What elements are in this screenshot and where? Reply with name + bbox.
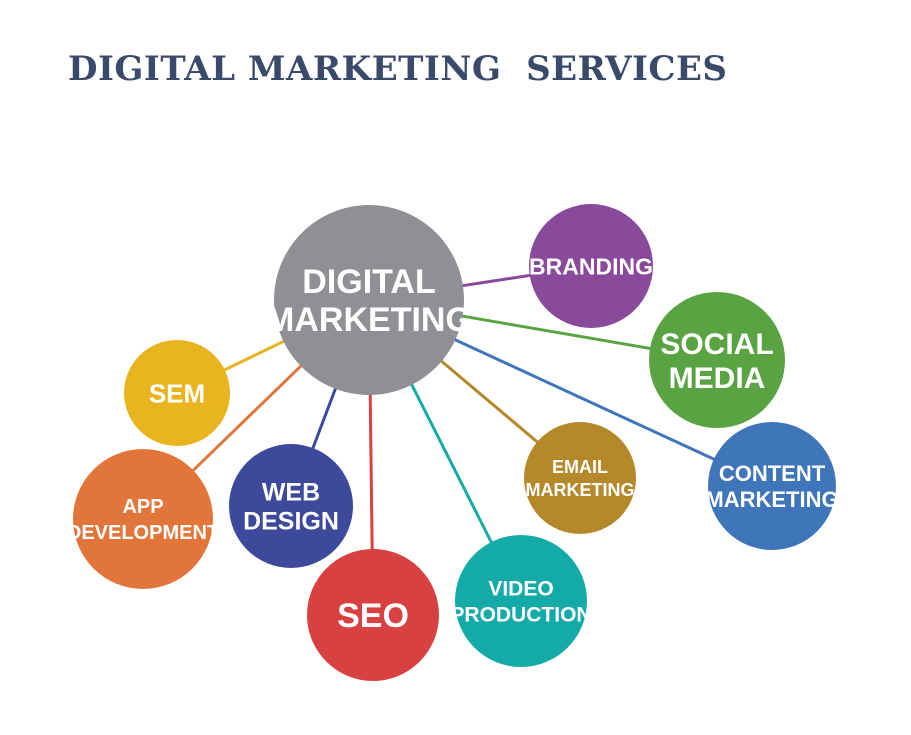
node-branding-circle <box>529 204 653 328</box>
connector-sem <box>222 339 286 373</box>
connector-branding <box>460 273 532 288</box>
connector-content-marketing <box>452 337 717 462</box>
node-social-media-circle <box>649 292 785 428</box>
node-web-design-circle <box>229 444 353 568</box>
connector-app-development <box>190 363 304 473</box>
node-branding-label: BRANDING <box>529 253 653 279</box>
center-node-circle <box>274 205 464 395</box>
node-app-development-circle <box>73 449 213 589</box>
node-email-marketing-circle <box>524 422 636 534</box>
node-sem: SEM <box>124 340 230 446</box>
connector-web-design <box>310 386 338 451</box>
node-sem-circle <box>124 340 230 446</box>
node-content-marketing-circle <box>708 422 836 550</box>
node-seo: SEO <box>307 549 439 681</box>
page-title: DIGITAL MARKETING SERVICES <box>68 49 728 89</box>
connector-email-marketing <box>439 358 540 445</box>
node-seo-circle <box>307 549 439 681</box>
connector-video-production <box>409 382 494 545</box>
node-seo-label: SEO <box>337 597 409 635</box>
node-branding: BRANDING <box>529 204 653 328</box>
connector-seo <box>368 392 374 552</box>
node-video-production-circle <box>455 535 587 667</box>
node-sem-label: SEM <box>149 378 205 408</box>
connector-social-media <box>460 314 653 351</box>
connectors <box>190 273 717 552</box>
